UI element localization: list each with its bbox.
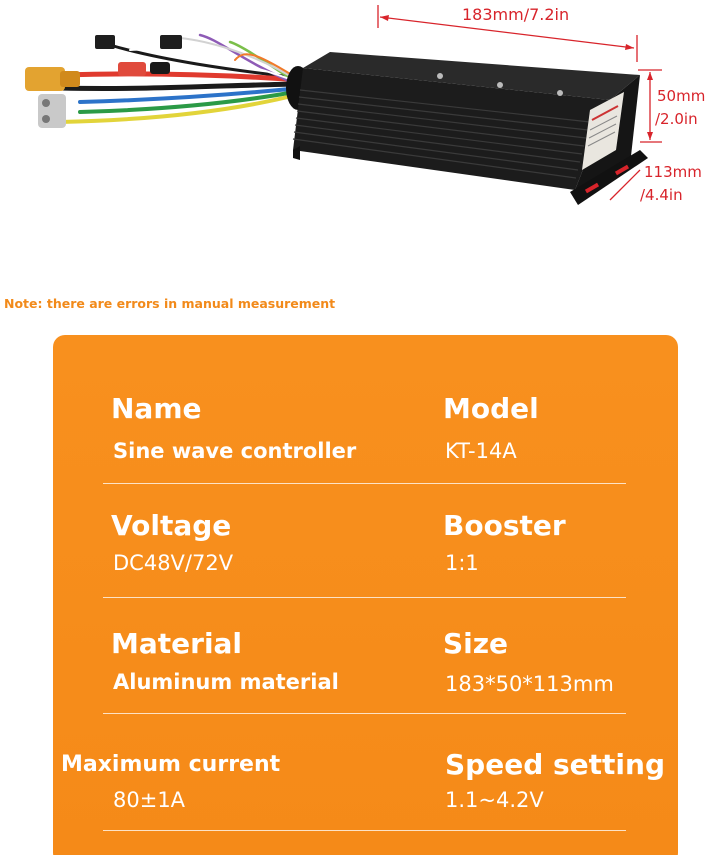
speed-setting-title: Speed setting [445,748,665,781]
speed-setting-value: 1.1~4.2V [445,788,544,812]
controller-body [292,52,648,205]
height-dimension-in-label: /2.0in [655,110,698,128]
booster-value: 1:1 [445,551,479,575]
voltage-title: Voltage [111,509,232,542]
dimension-lines [377,5,662,201]
divider [103,483,626,484]
divider [103,713,626,714]
model-value: KT-14A [445,439,517,463]
model-title: Model [443,392,539,425]
width-dimension-in-label: /4.4in [640,186,683,204]
material-value: Aluminum material [113,670,339,694]
product-illustration: 183mm/7.2in 50mm /2.0in 113mm /4.4in [0,0,719,260]
name-title: Name [111,392,202,425]
material-title: Material [111,627,243,660]
size-value: 183*50*113mm [445,672,614,696]
size-title: Size [443,627,509,660]
max-current-value: 80±1A [113,788,186,812]
width-dimension-mm-label: 113mm [644,163,702,181]
terminal-lugs [38,94,66,128]
max-current-title: Maximum current [61,752,281,777]
measurement-note: Note: there are errors in manual measure… [4,296,336,311]
divider [103,597,626,598]
voltage-value: DC48V/72V [113,551,234,575]
wire-harness [57,33,303,124]
height-dimension-mm-label: 50mm [657,87,706,105]
spec-card: Name Sine wave controller Model KT-14A V… [53,335,678,855]
divider [103,830,626,831]
booster-title: Booster [443,509,566,542]
controller-image [25,5,662,205]
length-dimension-label: 183mm/7.2in [462,5,570,24]
yellow-connector [25,67,65,91]
name-value: Sine wave controller [113,439,357,463]
